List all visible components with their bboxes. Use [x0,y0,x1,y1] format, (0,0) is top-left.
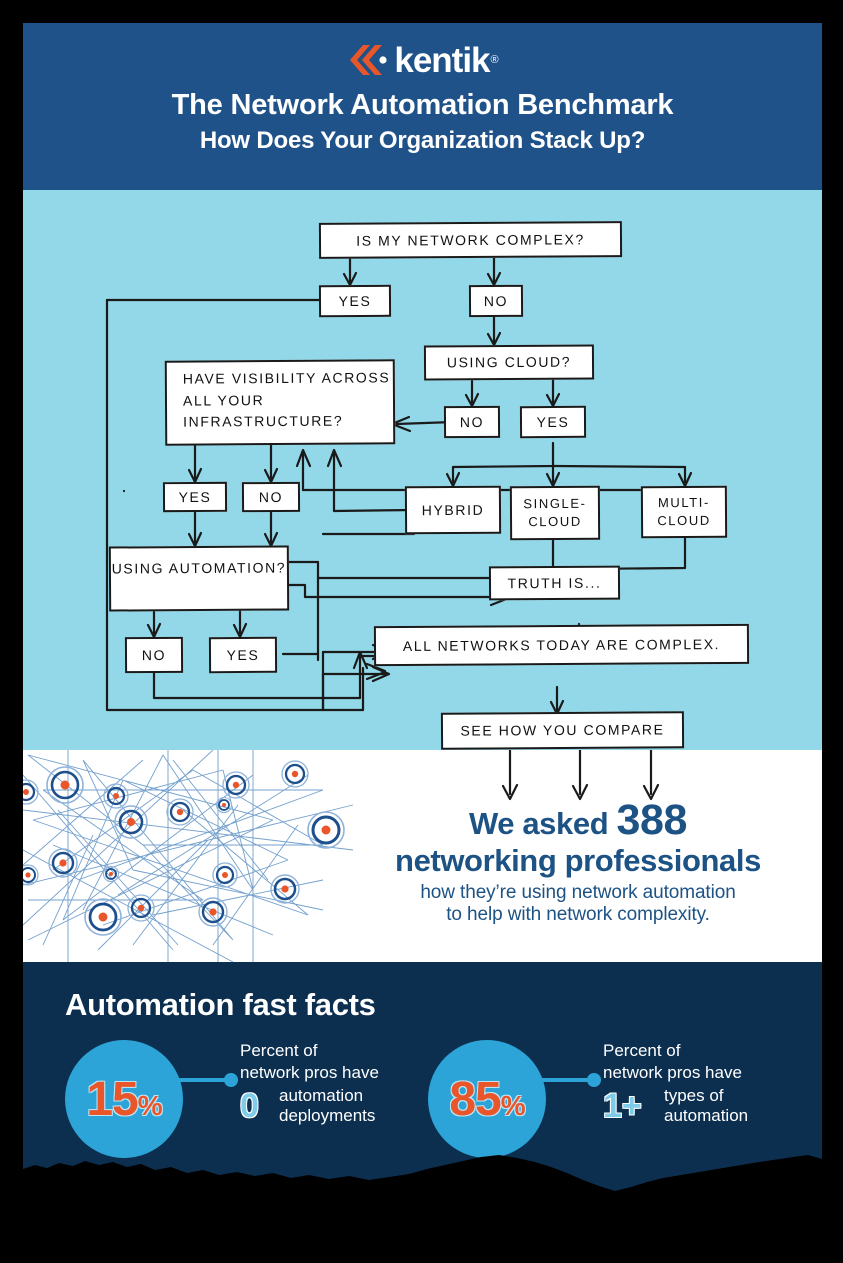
fast-fact-percent-circle: 85% [428,1040,546,1158]
flow-node-label: USING CLOUD? [446,353,572,371]
brand-logo-text: kentik [394,40,490,80]
fast-fact-number: 85 [449,1072,501,1126]
flow-node-cloud-no[interactable]: NO [443,405,501,439]
fast-fact-description: Percent of network pros have 1+ types of… [603,1040,813,1126]
fast-fact-connector-line [175,1073,238,1087]
percent-symbol: % [137,1089,163,1121]
flow-node-using-automation[interactable]: USING AUTOMATION? [108,545,290,612]
flow-node-truth-is[interactable]: TRUTH IS... [488,565,621,601]
flow-node-label: NO [258,488,284,505]
flow-node-label: MULTI- CLOUD [657,495,711,529]
flow-node-is-my-network-complex[interactable]: IS MY NETWORK COMPLEX? [318,221,623,259]
flow-node-multi-cloud[interactable]: MULTI- CLOUD [640,485,728,539]
flow-node-visibility-no[interactable]: NO [241,481,301,513]
flow-node-label: HAVE VISIBILITY ACROSS ALL YOUR INFRASTR… [182,369,391,430]
kentik-chevron-icon [346,43,390,77]
fast-fact-detail: automation deployments [279,1086,375,1127]
fast-fact-badge: 1+ [603,1086,642,1125]
fast-fact-description: Percent of network pros have 0 automatio… [240,1040,450,1126]
torn-bottom-edge [23,1155,822,1217]
flow-node-using-cloud[interactable]: USING CLOUD? [423,344,595,381]
flow-node-automation-yes[interactable]: YES [208,636,278,674]
survey-line-1: We asked 388 [353,796,803,845]
flow-node-label: USING AUTOMATION? [111,559,287,577]
flow-node-label: HYBRID [421,501,485,519]
flow-node-label: YES [536,413,570,430]
fast-fact-detail-line-1: types of [664,1085,724,1105]
survey-band: We asked 388 networking professionals ho… [23,750,822,962]
fast-fact-connector-line [538,1073,601,1087]
flow-node-see-how-you-compare[interactable]: SEE HOW YOU COMPARE [440,711,685,750]
fast-fact-percent-circle: 15% [65,1040,183,1158]
fast-fact-detail-line-1: automation [279,1085,364,1105]
page-subtitle: How Does Your Organization Stack Up? [199,127,646,154]
fast-facts-band: Automation fast facts 15% Percent of net… [23,962,822,1217]
fast-fact-number: 15 [86,1072,138,1126]
fast-fact-lead-line-2: network pros have [240,1062,379,1082]
survey-line-4: to help with network complexity. [446,904,710,925]
flow-node-single-cloud[interactable]: SINGLE- CLOUD [509,485,601,541]
flow-node-complex-yes[interactable]: YES [318,284,392,318]
fast-fact-percent-value: 15% [86,1072,163,1127]
flow-node-label: YES [178,488,212,505]
flow-node-hybrid[interactable]: HYBRID [404,485,502,535]
flow-node-visibility-yes[interactable]: YES [162,481,228,513]
flow-node-label: YES [226,646,260,663]
fast-fact-lead-line-2: network pros have [603,1062,742,1082]
fast-fact-detail-line-2: automation [664,1105,749,1125]
survey-respondent-count: 388 [616,796,687,844]
flow-node-label: SEE HOW YOU COMPARE [460,721,665,739]
fast-fact-detail: types of automation [664,1086,748,1127]
compare-arrows [501,750,660,801]
fast-fact-badge-row: 1+ types of automation [603,1086,813,1127]
flowchart-band: IS MY NETWORK COMPLEX? YES NO USING CLOU… [23,190,822,750]
flow-node-have-visibility[interactable]: HAVE VISIBILITY ACROSS ALL YOUR INFRASTR… [164,359,396,446]
header-band: kentik® The Network Automation Benchmark… [23,23,822,190]
flow-node-complex-no[interactable]: NO [468,284,524,318]
survey-copy: We asked 388 networking professionals ho… [353,796,803,926]
survey-line-2: networking professionals [395,843,761,878]
flow-node-label: NO [141,646,167,663]
flow-node-label: NO [459,413,485,430]
flow-node-label: YES [338,292,372,309]
network-nodes [23,760,345,936]
fast-facts-title: Automation fast facts [65,987,376,1022]
registered-mark-icon: ® [490,54,499,66]
flow-node-label: SINGLE- CLOUD [523,496,587,530]
fast-fact-detail-line-2: deployments [279,1105,376,1125]
survey-line-1-prefix: We asked [468,806,617,841]
fast-fact-lead-line-1: Percent of [603,1041,681,1060]
flow-node-label: ALL NETWORKS TODAY ARE COMPLEX. [402,635,721,654]
flow-node-label: NO [483,292,509,309]
flow-node-cloud-yes[interactable]: YES [519,405,587,439]
fast-fact-badge-row: 0 automation deployments [240,1086,450,1127]
infographic-sheet: kentik® The Network Automation Benchmark… [23,23,822,1217]
percent-symbol: % [500,1089,526,1121]
flow-node-automation-no[interactable]: NO [124,636,184,674]
flow-node-label: IS MY NETWORK COMPLEX? [356,231,585,249]
brand-logo[interactable]: kentik® [23,40,822,80]
fast-fact-percent-value: 85% [449,1072,526,1127]
fast-fact-lead-line-1: Percent of [240,1041,318,1060]
flow-node-all-networks-complex[interactable]: ALL NETWORKS TODAY ARE COMPLEX. [373,623,750,667]
page-title: The Network Automation Benchmark [171,89,674,121]
fast-fact-badge: 0 [240,1086,259,1125]
flow-node-label: TRUTH IS... [507,574,602,592]
survey-line-3: how they’re using network automation [420,882,736,903]
network-graph-illustration [23,750,354,962]
